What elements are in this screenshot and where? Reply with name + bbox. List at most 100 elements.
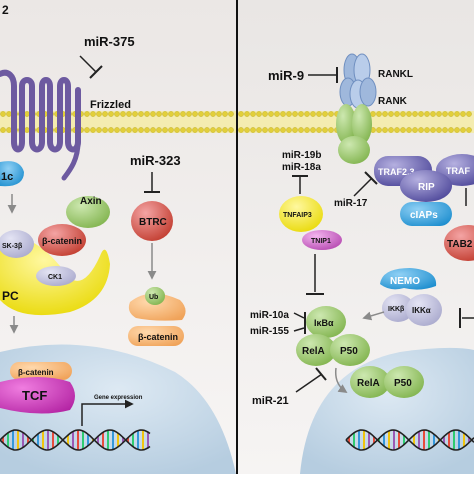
- beta-catenin-complex-label: β-catenin: [42, 236, 82, 246]
- rank-label: RANK: [378, 96, 408, 107]
- tab2-shape: [444, 225, 474, 261]
- mir-155-inhibition-line: [293, 327, 305, 332]
- mir-375-inhibition-bar: [89, 65, 103, 79]
- panel-label-left: 2: [2, 3, 9, 17]
- mir-10a-inhibition-line: [293, 312, 305, 319]
- lipid-head: [198, 127, 204, 133]
- lipid-head: [454, 127, 460, 133]
- rip-label: RIP: [418, 182, 435, 193]
- nemo-label: NEMO: [390, 276, 420, 287]
- lipid-head: [6, 111, 12, 117]
- lipid-head: [400, 127, 406, 133]
- lipid-head: [286, 127, 292, 133]
- mir-18a-label: miR-18a: [282, 162, 321, 173]
- lipid-head: [120, 127, 126, 133]
- mir-17-inhibition-bar: [364, 171, 378, 185]
- lipid-head: [262, 111, 268, 117]
- lipid-head: [376, 127, 382, 133]
- lipid-head: [108, 127, 114, 133]
- lipid-head: [382, 127, 388, 133]
- lipid-head: [192, 127, 198, 133]
- ck1-shape: [36, 266, 76, 286]
- ikkb-shape: [382, 294, 414, 322]
- lipid-head: [442, 127, 448, 133]
- beta-catenin-nuclear-label: β-catenin: [18, 368, 54, 377]
- ciaps-label: cIAPs: [410, 210, 438, 221]
- beta-catenin-nuclear-shape: [10, 362, 72, 380]
- tnfaip3-label: TNFAIP3: [283, 212, 312, 219]
- lipid-head: [198, 111, 204, 117]
- lipid-head: [0, 111, 6, 117]
- lipid-head: [6, 127, 12, 133]
- lipid-head: [442, 111, 448, 117]
- lipid-head: [400, 111, 406, 117]
- ikka-label: IKKα: [412, 306, 431, 315]
- p50-nuclear-shape: [384, 366, 424, 398]
- lipid-head: [238, 111, 244, 117]
- lipid-head: [250, 111, 256, 117]
- beta-catenin-degraded-shape: [128, 326, 184, 346]
- lipid-head: [174, 127, 180, 133]
- gsk3b-shape: [0, 230, 34, 258]
- dna-strand: [345, 429, 474, 451]
- lipid-head: [228, 127, 234, 133]
- lipid-head: [268, 127, 274, 133]
- lipid-head: [186, 111, 192, 117]
- ikka-shape: [406, 294, 442, 326]
- nfkb-translocation-arrow: [334, 367, 348, 393]
- lipid-head: [394, 111, 400, 117]
- lipid-head: [286, 111, 292, 117]
- lipid-head: [102, 127, 108, 133]
- lipid-head: [180, 127, 186, 133]
- lipid-head: [298, 111, 304, 117]
- lipid-head: [162, 111, 168, 117]
- lipid-head: [244, 127, 250, 133]
- lipid-head: [150, 127, 156, 133]
- lipid-head: [310, 111, 316, 117]
- lipid-head: [228, 111, 234, 117]
- rela-cyto-label: RelA: [302, 346, 325, 357]
- mir-19b-label: miR-19b: [282, 150, 321, 161]
- tnip1-label: TNIP1: [311, 238, 331, 245]
- lipid-head: [412, 111, 418, 117]
- tab2-label: TAB2: [447, 239, 473, 250]
- p50-nuclear-label: P50: [394, 378, 412, 389]
- mir-10a-label: miR-10a: [250, 310, 289, 321]
- ciaps-shape: [400, 202, 452, 226]
- lipid-head: [316, 111, 322, 117]
- traf23-label: TRAF2,3: [378, 167, 415, 177]
- lipid-head: [222, 111, 228, 117]
- lipid-head: [322, 111, 328, 117]
- lipid-head: [424, 111, 430, 117]
- rankl-label: RANKL: [378, 69, 413, 80]
- lipid-head: [328, 127, 334, 133]
- lipid-head: [144, 127, 150, 133]
- lipid-head: [204, 111, 210, 117]
- lipid-head: [310, 127, 316, 133]
- lipid-head: [132, 127, 138, 133]
- gene-expression-arrow: [81, 399, 134, 426]
- cell-membrane-left: [0, 111, 236, 133]
- ub-label-front: Ub: [149, 294, 158, 301]
- lipid-head: [394, 127, 400, 133]
- lipid-head: [466, 111, 472, 117]
- ub-cloud-shape: [128, 293, 186, 321]
- lipid-head: [114, 111, 120, 117]
- rankl-shape: [339, 53, 377, 109]
- mir-17-inhibition-line: [353, 177, 373, 197]
- lipid-head: [298, 127, 304, 133]
- lipid-head: [274, 111, 280, 117]
- destruction-complex: [0, 196, 110, 316]
- lipid-head: [168, 111, 174, 117]
- lipid-head: [126, 111, 132, 117]
- mir-21-label: miR-21: [252, 395, 289, 407]
- gene-expression-label: Gene expression: [94, 395, 143, 401]
- lipid-head: [460, 127, 466, 133]
- ikba-shape: [306, 306, 346, 338]
- ikba-label: IκBα: [314, 318, 334, 328]
- lipid-head: [322, 127, 328, 133]
- rank-receptor: [336, 104, 372, 164]
- lipid-head: [418, 127, 424, 133]
- lipid-head: [388, 127, 394, 133]
